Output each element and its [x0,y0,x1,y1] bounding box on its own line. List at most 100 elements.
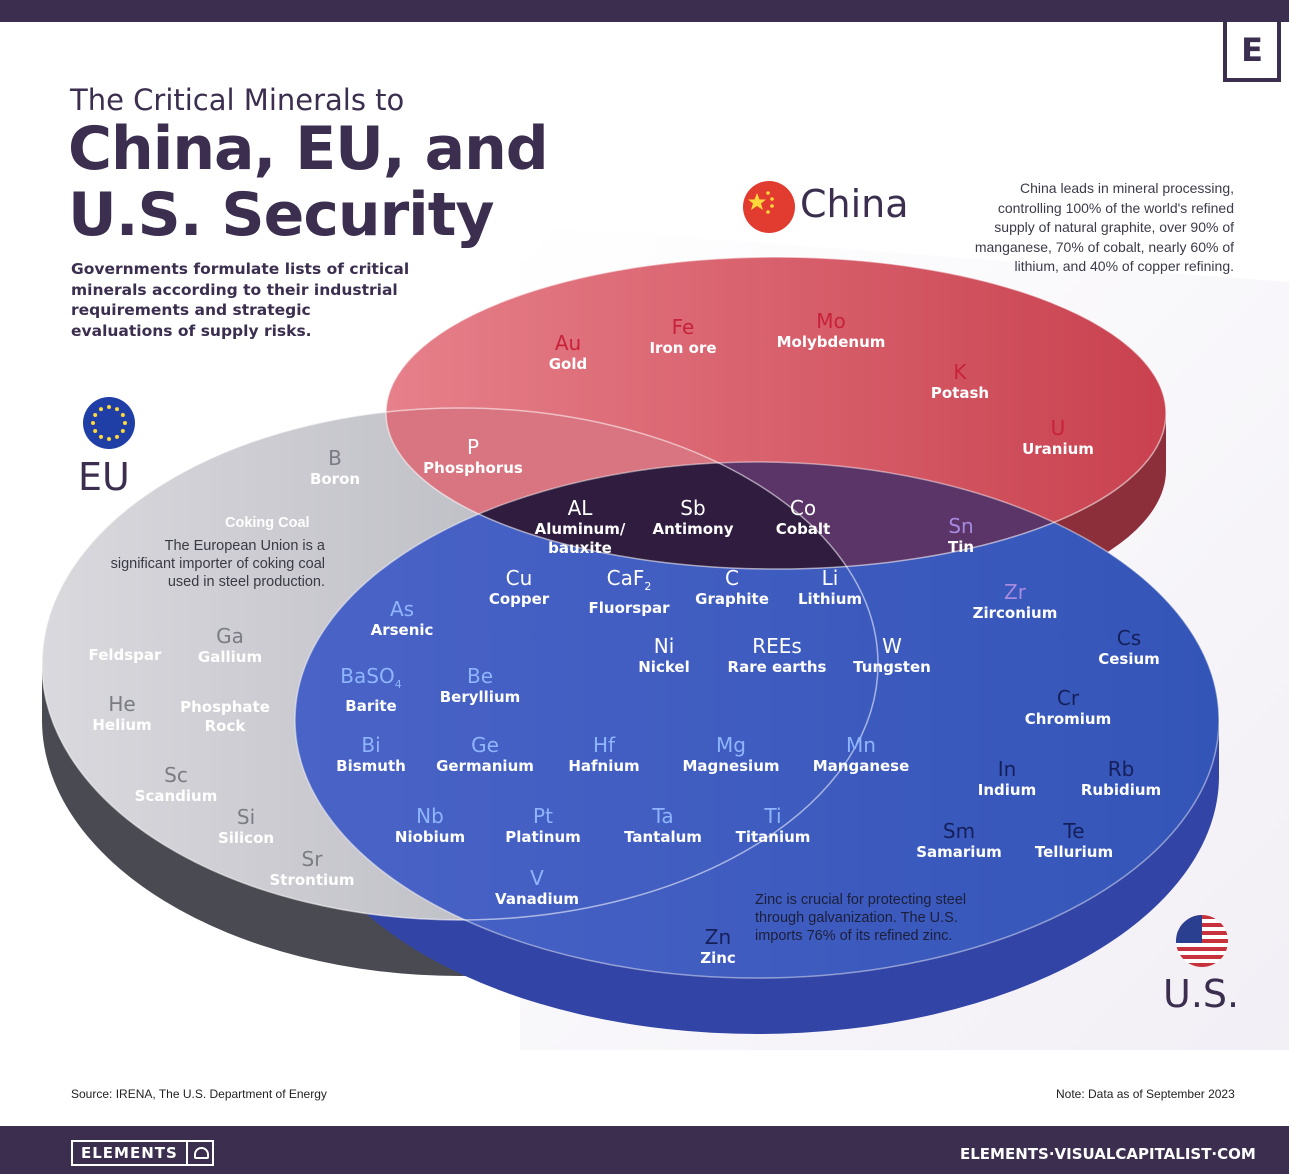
mineral-symbol: U [1022,416,1094,440]
mineral-cr: CrChromium [1025,686,1111,729]
brand-badge[interactable]: ELEMENTS [71,1140,214,1166]
mineral-name: Copper [489,590,549,609]
mineral-symbol: Mo [777,309,886,333]
mineral-symbol: Ga [198,624,262,648]
mineral-in: InIndium [978,757,1036,800]
eu-flag-icon [83,397,135,449]
mineral-name: Fluorspar [589,599,670,618]
mineral-name: Molybdenum [777,333,886,352]
mineral-symbol: BaSO4 [340,664,401,697]
mineral-name: Helium [92,716,151,735]
mineral-name: Vanadium [495,890,579,909]
mineral-name: Aluminum/bauxite [535,520,626,558]
mineral-name: Silicon [218,829,274,848]
site-link[interactable]: ELEMENTS·VISUALCAPITALIST·COM [960,1145,1256,1163]
mineral-name: Lithium [798,590,862,609]
mineral-cu: CuCopper [489,566,549,609]
mineral-symbol: Sc [135,763,218,787]
mineral-baso4: BaSO4Barite [340,664,401,716]
mineral-symbol: Cu [489,566,549,590]
mineral-symbol: Cr [1025,686,1111,710]
mineral-li: LiLithium [798,566,862,609]
mineral-u: UUranium [1022,416,1094,459]
mineral-symbol: Sr [270,847,355,871]
mineral-name: Magnesium [682,757,779,776]
mineral-ga: GaGallium [198,624,262,667]
mineral-symbol: Sn [948,514,974,538]
mineral-name: PhosphateRock [180,698,270,736]
mineral-name: Germanium [436,757,534,776]
mineral-name: Strontium [270,871,355,890]
eu-label: EU [78,455,130,499]
mineral-symbol: W [853,634,931,658]
page-title: China, EU, andU.S. Security [68,116,628,248]
mineral-name: Tin [948,538,974,557]
mineral-name: Boron [310,470,360,489]
mineral-hf: HfHafnium [568,733,639,776]
mineral-name: Zinc [700,949,736,968]
mineral-name: Platinum [505,828,581,847]
mineral-symbol: Pt [505,804,581,828]
mineral-name: Graphite [695,590,769,609]
mineral-ti: TiTitanium [736,804,811,847]
mineral-symbol: Ta [624,804,702,828]
mineral-symbol: B [310,446,360,470]
brand-name: ELEMENTS [81,1144,178,1162]
mineral-mn: MnManganese [813,733,910,776]
mineral-au: AuGold [549,331,588,374]
mineral-symbol: Cs [1098,626,1160,650]
mineral-symbol: Be [440,664,521,688]
mineral-name: Rare earths [728,658,827,677]
mineral-symbol: Si [218,805,274,829]
eu-note-title: Coking Coal [225,514,310,532]
source-text: Source: IRENA, The U.S. Department of En… [71,1087,327,1101]
mineral-symbol: Co [776,496,831,520]
mineral-name: Potash [931,384,989,403]
mineral-name: Niobium [395,828,465,847]
mineral-symbol: Ti [736,804,811,828]
mineral-name: Gallium [198,648,262,667]
mineral-symbol: Bi [336,733,406,757]
eu-note: The European Union is a significant impo… [110,537,325,591]
mineral-name: Bismuth [336,757,406,776]
mineral-name: Barite [340,697,401,716]
china-label: China [800,182,909,226]
mineral-symbol: Au [549,331,588,355]
mineral-symbol: C [695,566,769,590]
mineral-symbol: He [92,692,151,716]
mineral-symbol: Sm [916,819,1002,843]
mineral-name: Tantalum [624,828,702,847]
mineral-name: Tellurium [1035,843,1113,862]
china-flag-icon [743,181,795,233]
mineral-name: Manganese [813,757,910,776]
mineral-feldspar: Feldspar [89,646,162,665]
mineral-name: Uranium [1022,440,1094,459]
mineral-name: Phosphorus [423,459,523,478]
mineral-name: Arsenic [371,621,434,640]
mineral-name: Iron ore [649,339,716,358]
mineral-ni: NiNickel [638,634,689,677]
mineral-symbol: Zr [973,580,1058,604]
mineral-c: CGraphite [695,566,769,609]
mineral-symbol: Rb [1081,757,1161,781]
mineral-symbol: Hf [568,733,639,757]
mineral-bi: BiBismuth [336,733,406,776]
mineral-name: Titanium [736,828,811,847]
pretitle: The Critical Minerals to [70,83,404,117]
mineral-name: Tungsten [853,658,931,677]
mineral-symbol: As [371,597,434,621]
